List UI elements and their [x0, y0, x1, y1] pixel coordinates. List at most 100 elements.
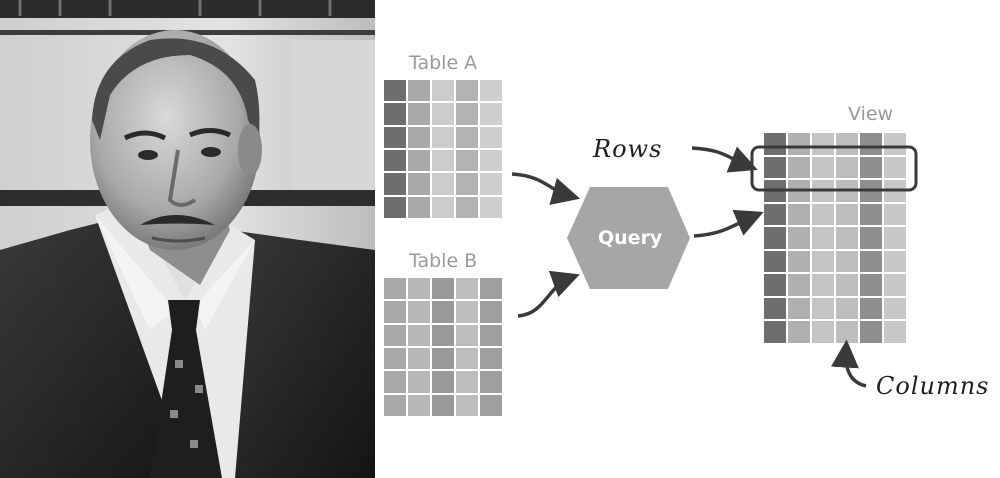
row-highlight-box [750, 145, 918, 192]
table-a-cell [384, 196, 406, 218]
table-a-cell [432, 80, 454, 102]
table-b-cell [384, 371, 406, 393]
view-cell [860, 321, 882, 343]
view-cell [764, 250, 786, 273]
table-a-cell [384, 126, 406, 148]
table-b-cell [432, 348, 454, 370]
view-cell [812, 133, 834, 155]
table-b-cell [456, 371, 478, 393]
table-b-cell [480, 348, 502, 370]
table-a-cell [456, 150, 478, 172]
arrow-columns-to-grid [830, 339, 867, 388]
view-cell [836, 297, 858, 320]
view-cell [884, 156, 906, 179]
view-cell [884, 203, 906, 226]
view-cell [836, 250, 858, 273]
table-a-cell [456, 80, 478, 102]
view-cell [764, 274, 786, 296]
view-cell [860, 297, 882, 320]
table-b-cell [408, 348, 430, 370]
view-cell [788, 133, 810, 155]
table-b-cell [432, 371, 454, 393]
table-b-cell [432, 394, 454, 416]
view-cell [860, 250, 882, 273]
table-a-cell [384, 173, 406, 195]
view-cell [788, 203, 810, 226]
table-b-cell [480, 394, 502, 416]
view-cell [764, 321, 786, 343]
view-cell [884, 321, 906, 343]
table-a-cell [432, 150, 454, 172]
table-a-cell [456, 126, 478, 148]
table-a-label: Table A [409, 52, 478, 74]
view-cell [884, 297, 906, 320]
table-a-cell [432, 126, 454, 148]
table-a-cell [408, 173, 430, 195]
view-cell [884, 133, 906, 155]
view-cell [860, 227, 882, 249]
table-b-cell [384, 348, 406, 370]
table-a-cell [456, 173, 478, 195]
view-cell [812, 321, 834, 343]
arrow-rows-to-row [691, 146, 758, 173]
table-b-cell [384, 324, 406, 346]
view-cell [764, 133, 786, 155]
table-b-cell [432, 278, 454, 300]
arrow-table-a-to-query [511, 172, 581, 205]
view-cell [788, 321, 810, 343]
view-cell [884, 227, 906, 249]
table-b-cell [456, 394, 478, 416]
table-b-cell [384, 278, 406, 300]
table-a-cell [480, 173, 502, 195]
table-b-cell [456, 324, 478, 346]
table-a-cell [480, 126, 502, 148]
table-a-cell [432, 196, 454, 218]
view-cell [860, 203, 882, 226]
table-a-cell [408, 150, 430, 172]
view-cell [836, 274, 858, 296]
table-b-cell [456, 301, 478, 323]
view-cell [764, 227, 786, 249]
view-cell [836, 156, 858, 179]
table-a-cell [408, 126, 430, 148]
view-cell [764, 156, 786, 179]
table-a-cell [456, 196, 478, 218]
view-cell [764, 297, 786, 320]
rows-annotation: Rows [593, 135, 663, 163]
view-cell [836, 227, 858, 249]
portrait-illustration [0, 0, 375, 478]
view-cell [788, 227, 810, 249]
table-a-cell [432, 173, 454, 195]
table-b-cell [408, 371, 430, 393]
table-b-cell [408, 324, 430, 346]
table-b-cell [480, 324, 502, 346]
view-cell [788, 274, 810, 296]
view-cell [788, 297, 810, 320]
table-a-cell [480, 196, 502, 218]
view-cell [836, 321, 858, 343]
view-cell [788, 156, 810, 179]
view-grid [764, 133, 906, 343]
table-b-cell [480, 371, 502, 393]
table-b-grid [384, 278, 502, 416]
table-b-cell [432, 301, 454, 323]
table-b-cell [384, 301, 406, 323]
view-cell [884, 250, 906, 273]
portrait-photo [0, 0, 375, 478]
view-cell [884, 274, 906, 296]
view-cell [812, 274, 834, 296]
table-a-cell [384, 103, 406, 125]
table-b-cell [480, 278, 502, 300]
view-cell [836, 203, 858, 226]
table-b-cell [408, 301, 430, 323]
table-a-cell [480, 103, 502, 125]
view-cell [836, 133, 858, 155]
query-label: Query [598, 227, 663, 249]
table-a-cell [384, 150, 406, 172]
table-b-cell [408, 278, 430, 300]
table-b-cell [384, 394, 406, 416]
table-b-cell [480, 301, 502, 323]
table-a-grid [384, 80, 502, 218]
table-b-cell [432, 324, 454, 346]
